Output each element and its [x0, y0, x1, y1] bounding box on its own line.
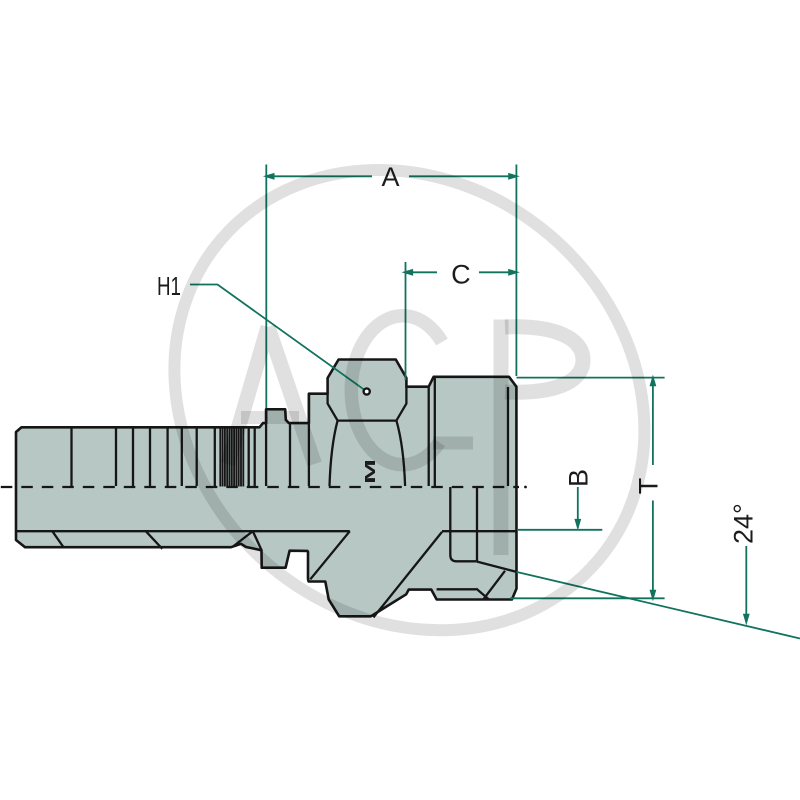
svg-text:H1: H1: [157, 271, 181, 301]
svg-text:A: A: [381, 162, 399, 192]
svg-text:C: C: [451, 260, 471, 290]
svg-text:24°: 24°: [728, 503, 758, 544]
svg-text:M: M: [362, 459, 378, 484]
svg-text:T: T: [634, 478, 664, 495]
svg-text:B: B: [564, 469, 594, 487]
